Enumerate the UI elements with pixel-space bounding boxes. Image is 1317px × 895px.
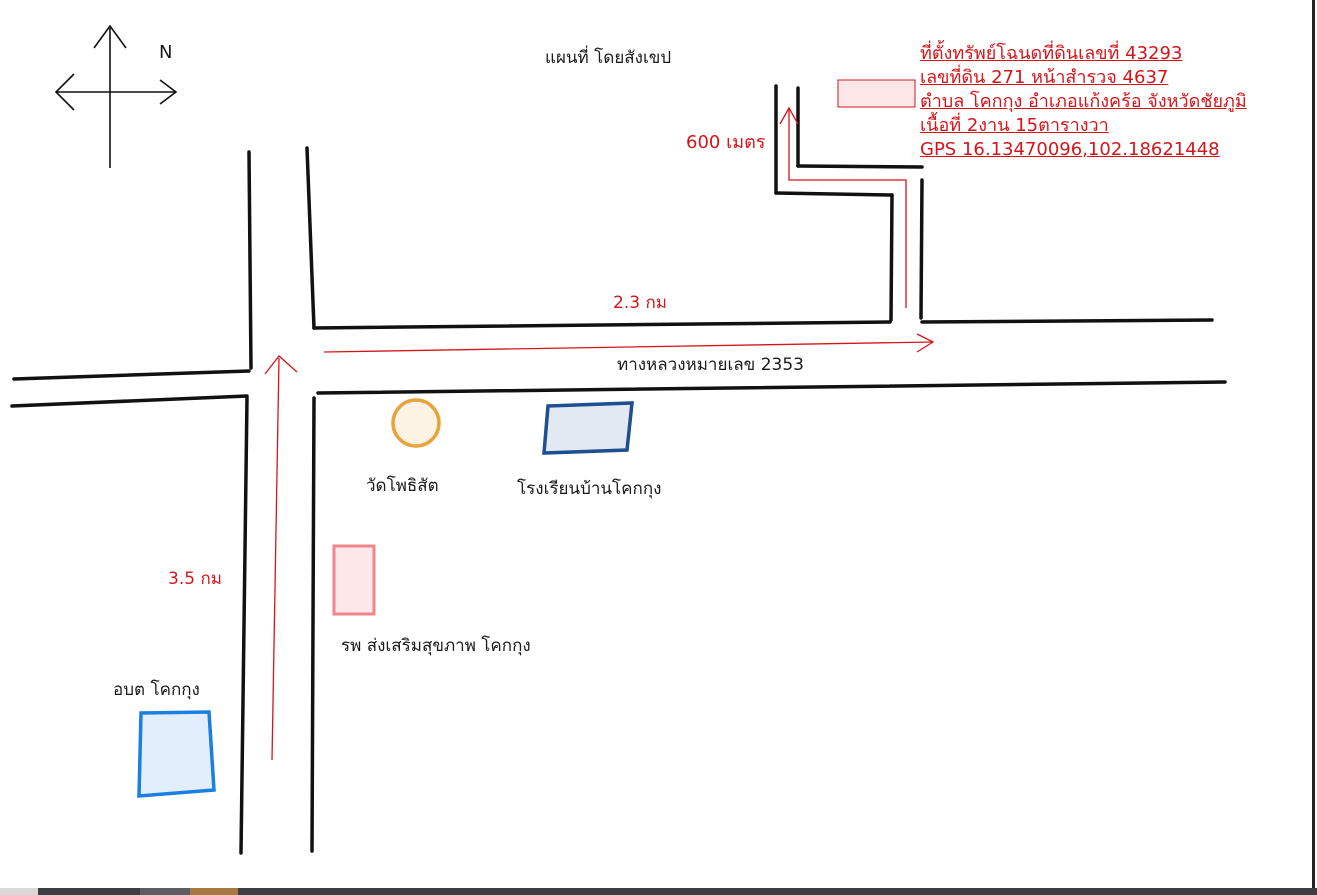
map-title: แผนที่ โดยสังเขป	[545, 48, 672, 68]
route-east-arrow	[323, 341, 934, 353]
lane-bend-upper	[796, 164, 924, 169]
road-south-left	[239, 396, 249, 855]
taskbar-strip	[0, 888, 1317, 895]
distance-600m: 600 เมตร	[686, 132, 766, 153]
property-info-line: เลขที่ดิน 271 หน้าสำรวจ 4637	[920, 67, 1169, 88]
property-parcel	[837, 79, 916, 108]
school-marker	[542, 401, 634, 455]
page-edge	[1312, 0, 1315, 895]
property-info-line: GPS 16.13470096,102.18621448	[920, 139, 1220, 160]
highway-2353-south-edge	[316, 380, 1227, 395]
highway-2353-north-edge	[312, 320, 892, 330]
highway-2353-north-edge-east	[920, 318, 1214, 324]
property-info-line: ตำบล โคกกุง อำเภอแก้งคร้อ จังหวัดชัยภูมิ	[920, 91, 1247, 112]
roads	[10, 84, 1227, 855]
lane-west-edge	[889, 193, 894, 322]
taskbar-segment	[190, 888, 238, 895]
hospital-marker	[332, 544, 376, 616]
lane-bend-lower	[774, 191, 894, 197]
sao-marker	[137, 710, 216, 798]
property-info-line: เนื้อที่ 2งาน 15ตารางวา	[920, 115, 1109, 136]
taskbar-segment	[0, 888, 38, 895]
school-label: โรงเรียนบ้านโคกกุง	[517, 479, 662, 499]
compass-icon	[54, 24, 178, 168]
temple-label: วัดโพธิสัต	[366, 476, 439, 496]
route-north-arrow	[271, 357, 280, 761]
road-south-right	[310, 396, 316, 853]
road-north-left	[247, 150, 253, 370]
temple-marker	[391, 398, 441, 448]
north-label: N	[159, 42, 173, 63]
route-arrows	[264, 106, 935, 761]
road-west-lower	[10, 394, 249, 408]
property-info: ที่ตั้งทรัพย์โฉนดที่ดินเลขที่ 43293 เลขท…	[920, 42, 1247, 162]
property-info-line: ที่ตั้งทรัพย์โฉนดที่ดินเลขที่ 43293	[920, 43, 1183, 64]
distance-2-3km: 2.3 กม	[613, 293, 667, 313]
road-west-upper	[12, 369, 251, 381]
distance-3-5km: 3.5 กม	[168, 569, 222, 589]
road-north-right	[305, 146, 316, 330]
lane-east-edge	[919, 178, 924, 320]
hospital-label: รพ ส่งเสริมสุขภาพ โคกกุง	[341, 636, 531, 656]
taskbar-segment	[140, 888, 190, 895]
highway-label: ทางหลวงหมายเลข 2353	[617, 355, 804, 375]
sao-label: อบต โคกกุง	[113, 680, 200, 700]
route-lane-arrow	[788, 108, 907, 308]
